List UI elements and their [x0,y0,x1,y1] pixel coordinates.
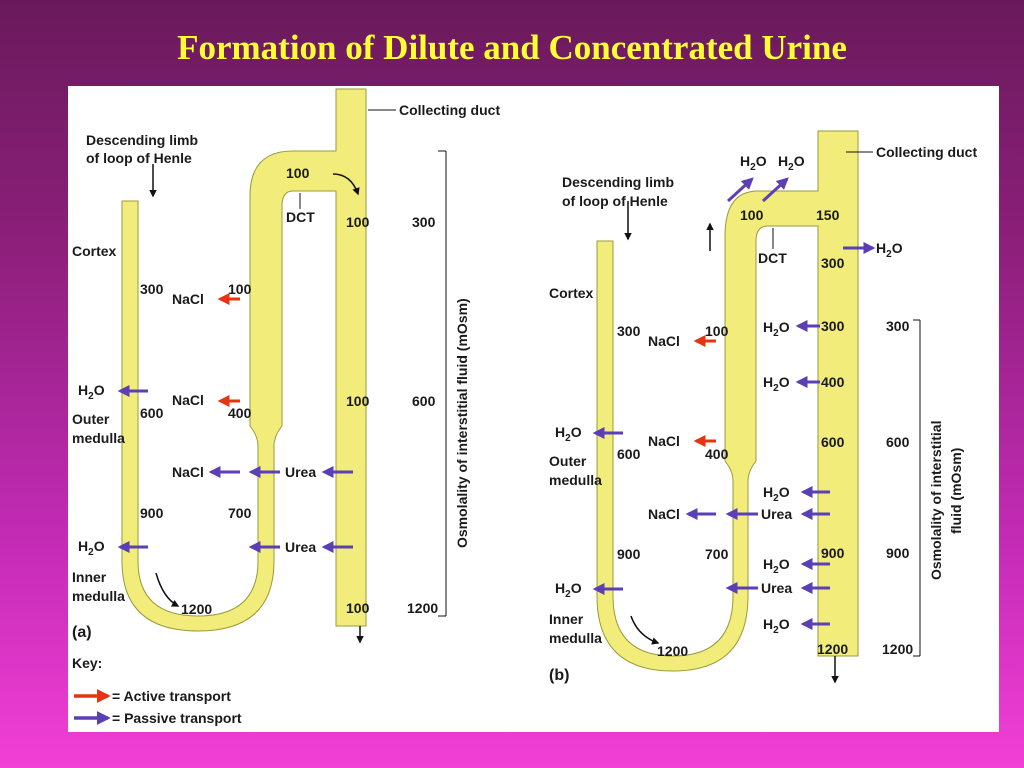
osmolality-scale-b: 300 600 900 1200 Osmolality of interstit… [882,318,964,657]
value-dct-top-a: 100 [286,165,310,181]
slide-title: Formation of Dilute and Concentrated Uri… [177,28,847,67]
h2o-cd-b-3: H2O [763,484,790,504]
value-desc-300-a: 300 [140,281,164,297]
panel-b: Collecting duct Descending limb of loop … [549,130,977,684]
value-cd-100b-a: 100 [346,393,370,409]
tubule-b [596,130,859,672]
flow-arrow-loop [155,572,180,607]
value-asc-400-a: 400 [228,405,252,421]
urea-label-b-2: Urea [761,580,792,596]
h2o-cd-b-1: H2O [763,319,790,339]
nacl-label-b-3: NaCl [648,506,680,522]
cortex-label-a: Cortex [72,243,117,259]
scale-300-a: 300 [412,214,436,230]
nacl-label-a-1: NaCl [172,291,204,307]
value-asc-700-b: 700 [705,546,729,562]
osmolality-scale-a: 300 600 1200 Osmolality of interstitial … [407,150,470,617]
panel-label-b: (b) [549,667,569,684]
value-cd-100a-a: 100 [346,214,370,230]
transport-arrows-a: NaCl NaCl NaCl Urea Urea H2O H2O [78,291,353,558]
key-active-label: = Active transport [112,688,231,704]
value-cd-300b-b: 300 [821,318,845,334]
collecting-duct-label-b: Collecting duct [876,144,977,160]
outer-medulla-label-b: Outer [549,453,587,469]
inner-medulla-label-a-2: medulla [72,588,125,604]
scale-600-a: 600 [412,393,436,409]
value-desc-600-a: 600 [140,405,164,421]
value-cd-600-b: 600 [821,434,845,450]
scale-300-b: 300 [886,318,910,334]
collecting-duct-label-a: Collecting duct [399,102,500,118]
outer-medulla-label-a: Outer [72,411,110,427]
inner-medulla-label-b: Inner [549,611,584,627]
h2o-cd-b-2: H2O [763,374,790,394]
axis-label-b-2: fluid (mOsm) [948,448,964,534]
h2o-top-b-2: H2O [778,153,805,173]
axis-label-b: Osmolality of interstitial [928,421,944,580]
value-cd-1200-b: 1200 [817,641,848,657]
inner-medulla-label-a: Inner [72,569,107,585]
scale-900-b: 900 [886,545,910,561]
outer-medulla-label-b-2: medulla [549,472,602,488]
h2o-top-b-1: H2O [740,153,767,173]
cortex-label-b: Cortex [549,285,594,301]
scale-600-b: 600 [886,434,910,450]
h2o-cd-b-5: H2O [763,616,790,636]
dct-label-a: DCT [286,209,315,225]
h2o-cd-b-4: H2O [763,556,790,576]
panel-a: Collecting duct Descending limb of loop … [72,88,500,644]
nacl-label-a-3: NaCl [172,464,204,480]
diagram-panel: Collecting duct Descending limb of loop … [68,86,999,732]
value-asc-400-b: 400 [705,446,729,462]
inner-medulla-label-b-2: medulla [549,630,602,646]
value-desc-900-b: 900 [617,546,641,562]
value-cd-300a-b: 300 [821,255,845,271]
value-cd-900-b: 900 [821,545,845,561]
legend-key: Key: = Active transport = Passive transp… [72,655,242,726]
urea-label-a-2: Urea [285,539,316,555]
h2o-label-a-1: H2O [78,382,105,402]
descending-limb-label-a-2: of loop of Henle [86,150,192,166]
value-asc-100-a: 100 [228,281,252,297]
outer-medulla-label-a-2: medulla [72,430,125,446]
value-dct-100-b: 100 [740,207,764,223]
axis-label-a: Osmolality of interstitial fluid (mOsm) [454,298,470,548]
key-passive-label: = Passive transport [112,710,242,726]
h2o-right-b: H2O [876,240,903,260]
nacl-label-a-2: NaCl [172,392,204,408]
value-bottom-1200-b: 1200 [657,643,688,659]
h2o-desc-b-1: H2O [555,424,582,444]
panel-label-a: (a) [72,624,92,641]
descending-limb-label-b-2: of loop of Henle [562,193,668,209]
flow-arrow-loop-b [630,615,660,645]
dct-label-b: DCT [758,250,787,266]
key-title: Key: [72,655,102,671]
flow-arrow-dct [332,173,360,196]
value-cd-100c-a: 100 [346,600,370,616]
nacl-label-b-1: NaCl [648,333,680,349]
urea-label-a-1: Urea [285,464,316,480]
value-desc-300-b: 300 [617,323,641,339]
value-desc-900-a: 900 [140,505,164,521]
value-dct-150-b: 150 [816,207,840,223]
scale-1200-a: 1200 [407,600,438,616]
h2o-desc-b-2: H2O [555,580,582,600]
scale-1200-b: 1200 [882,641,913,657]
nacl-label-b-2: NaCl [648,433,680,449]
h2o-label-a-2: H2O [78,538,105,558]
tubule-a [121,88,367,632]
descending-limb-label-a: Descending limb [86,132,198,148]
value-desc-600-b: 600 [617,446,641,462]
value-asc-100-b: 100 [705,323,729,339]
urea-label-b-1: Urea [761,506,792,522]
value-bottom-1200-a: 1200 [181,601,212,617]
transport-arrows-b: H2O H2O H2O NaCl NaCl NaCl Urea Urea H2O [555,153,903,636]
nephron-diagram: Collecting duct Descending limb of loop … [72,88,977,726]
descending-limb-label-b: Descending limb [562,174,674,190]
value-cd-400-b: 400 [821,374,845,390]
value-asc-700-a: 700 [228,505,252,521]
